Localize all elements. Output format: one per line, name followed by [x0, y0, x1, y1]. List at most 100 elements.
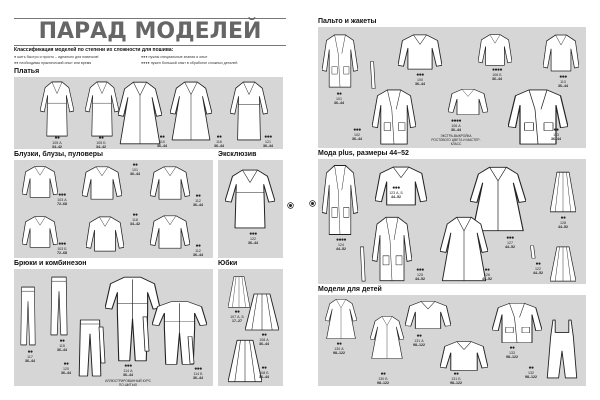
- garment-sketch-jump: [152, 301, 207, 365]
- legend-level-4: ●●●● нужен большой опыт в обработке слож…: [141, 61, 238, 65]
- size-range: 44–52: [558, 225, 568, 230]
- difficulty-dots: ●●●: [264, 134, 272, 140]
- model-number: 116: [216, 140, 222, 144]
- garment-sketch-belt: [370, 61, 376, 89]
- extra-pattern-note: ЭКСТРА-ВЫКРОЙКА РОСТОВОГО ЦВЕТА И МАСТЕР…: [431, 134, 481, 146]
- section-heading-trousers: Брюки и комбинезон: [14, 260, 87, 267]
- model-number: 122: [250, 237, 256, 241]
- garment-sketch-top: [22, 166, 58, 198]
- garment-sketch-coat: [508, 89, 568, 145]
- difficulty-dots: ●●: [553, 127, 559, 133]
- garment-sketch-belt: [187, 336, 195, 364]
- difficulty-dots: ●●: [159, 134, 165, 140]
- difficulty-dots: ●●: [63, 361, 69, 367]
- size-range: 36–44: [214, 144, 224, 149]
- size-range: 98–122: [413, 343, 425, 348]
- section-heading-dresses: Платья: [14, 68, 40, 75]
- difficulty-dots: ●●: [132, 212, 138, 218]
- size-range: 36–44: [259, 342, 269, 347]
- model-number: 101: [336, 97, 342, 101]
- model-number: 120: [63, 367, 69, 371]
- size-range: 98–122: [506, 355, 518, 360]
- difficulty-dots: ●●●: [58, 192, 66, 198]
- size-range: 36–44: [334, 101, 344, 106]
- model-number: 113: [560, 80, 566, 84]
- model-number: 132: [528, 371, 534, 375]
- garment-sketch-flare: [170, 81, 212, 141]
- size-range: 36–44: [157, 144, 167, 149]
- size-range: 36–44: [193, 253, 203, 258]
- size-range: 36–44: [193, 376, 203, 381]
- difficulty-dots: ●●●: [392, 185, 400, 191]
- garment-sketch-belt: [98, 326, 106, 364]
- garment-sketch-top: [405, 301, 451, 329]
- garment-sketch-pants: [20, 286, 36, 346]
- model-number: 114 Б: [193, 372, 203, 376]
- difficulty-dots: ●●●: [58, 241, 66, 247]
- section-heading-kids: Модели для детей: [318, 286, 382, 293]
- garment-sketch-coat: [322, 34, 358, 88]
- model-number: 118: [132, 218, 138, 222]
- difficulty-dots: ●●●●: [450, 118, 462, 124]
- garment-sketch-top: [478, 34, 512, 66]
- model-number: 102: [354, 133, 360, 137]
- size-range: 44–52: [336, 247, 346, 252]
- difficulty-dots: ●●●: [559, 74, 567, 80]
- garment-sketch-top: [543, 34, 579, 72]
- difficulty-dots: ●●: [54, 135, 60, 141]
- size-range: 98–122: [377, 381, 389, 386]
- size-range: 98–122: [333, 351, 345, 356]
- model-number: 130 Б: [378, 377, 388, 381]
- difficulty-dots: ●●: [195, 193, 201, 199]
- garment-sketch-flare: [440, 216, 488, 282]
- size-range: 36–44: [263, 144, 273, 149]
- size-range: 36–44: [415, 82, 425, 87]
- difficulty-dots: ●●●: [416, 72, 424, 78]
- garment-sketch-top: [448, 89, 488, 115]
- size-range: 36–44: [61, 371, 71, 376]
- difficulty-dots: ●●: [261, 365, 267, 371]
- model-number: 113: [553, 133, 559, 137]
- section-heading-blouses: Блузки, блузы, пуловеры: [14, 151, 104, 158]
- garment-sketch-top: [22, 216, 58, 248]
- garment-sketch-belt: [530, 245, 536, 259]
- model-number: 128: [560, 221, 566, 225]
- garment-sketch-top: [82, 166, 122, 200]
- difficulty-dots: ●●: [336, 91, 342, 97]
- garment-sketch-skirt: [228, 276, 250, 308]
- difficulty-dots: ●●: [234, 309, 240, 315]
- size-range: 36–44: [57, 348, 67, 353]
- difficulty-dots: ●●●: [506, 235, 514, 241]
- garment-sketch-skirt: [228, 339, 262, 383]
- difficulty-dots: ●●●: [353, 127, 361, 133]
- garment-sketch-top: [398, 34, 442, 70]
- size-range: 98–122: [450, 381, 462, 386]
- model-number: 103 А: [57, 198, 67, 202]
- model-number: 124: [338, 243, 344, 247]
- model-number: 130 А: [334, 347, 344, 351]
- difficulty-dots: ●●: [98, 135, 104, 141]
